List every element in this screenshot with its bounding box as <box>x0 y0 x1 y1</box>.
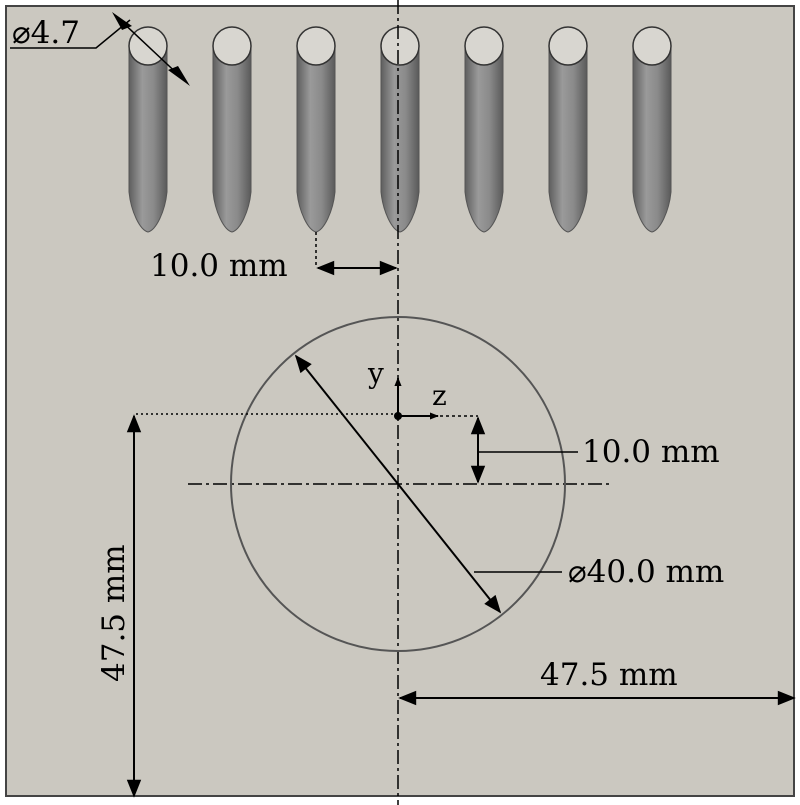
axis-z-label: z <box>432 379 447 412</box>
rod <box>548 26 588 233</box>
rod-body <box>548 45 588 233</box>
rod <box>296 26 336 233</box>
rod-spacing-dimension: 10.0 mm <box>150 232 398 284</box>
rod-top <box>380 26 420 66</box>
rod-array <box>128 26 672 233</box>
rod-top <box>296 26 336 66</box>
rod-body <box>212 45 252 233</box>
origin-offset-label: 10.0 mm <box>582 434 720 470</box>
rod-spacing-label: 10.0 mm <box>150 248 288 284</box>
rod-top <box>464 26 504 66</box>
rod-diameter-label: ⌀4.7 <box>12 15 80 51</box>
vertical-offset-label: 47.5 mm <box>96 544 132 682</box>
coordinate-axes: y z <box>367 357 447 420</box>
rod <box>380 26 420 233</box>
axis-y-label: y <box>367 357 384 390</box>
rod-body <box>296 45 336 233</box>
circle-diameter-dimension: ⌀40.0 mm <box>294 354 724 614</box>
horizontal-offset-label: 47.5 mm <box>540 657 678 693</box>
rod-body <box>128 45 168 233</box>
circle-diameter-label: ⌀40.0 mm <box>568 554 724 590</box>
vertical-offset-dimension: 47.5 mm <box>96 413 396 798</box>
rod <box>632 26 672 233</box>
rod-top <box>212 26 252 66</box>
rod-body <box>632 45 672 233</box>
rod-diameter-dimension: ⌀4.7 <box>10 12 190 86</box>
origin-offset-dimension: 10.0 mm <box>440 415 720 484</box>
horizontal-offset-dimension: 47.5 mm <box>398 657 796 706</box>
rod <box>212 26 252 233</box>
large-circle-hole <box>230 316 566 652</box>
rod-body <box>380 45 420 233</box>
rod-body <box>464 45 504 233</box>
rod-top <box>548 26 588 66</box>
rod-top <box>632 26 672 66</box>
rod <box>464 26 504 233</box>
